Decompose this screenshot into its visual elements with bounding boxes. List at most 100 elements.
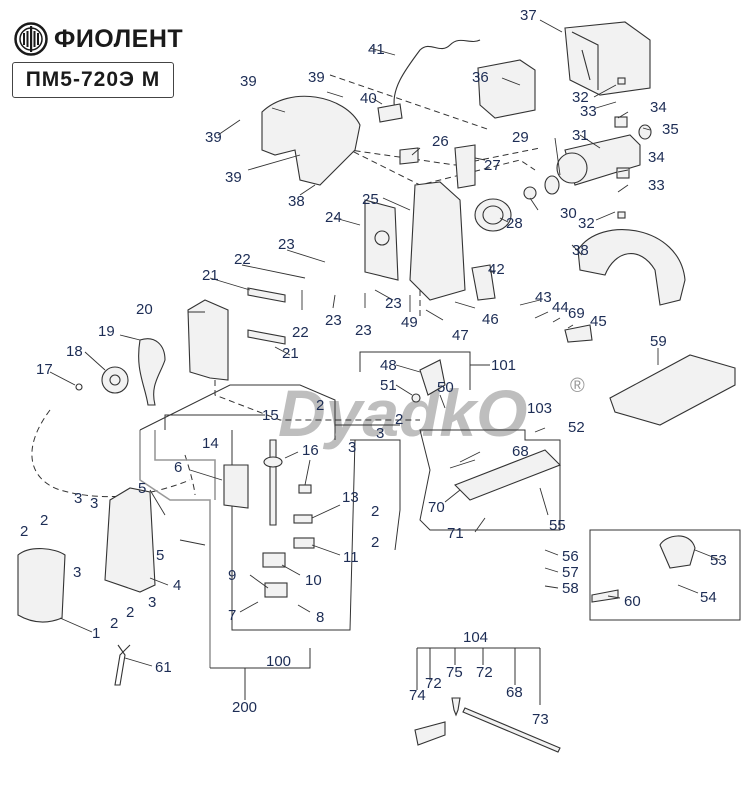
callout-3: 3 [73, 564, 81, 581]
callout-3: 3 [376, 425, 384, 442]
callout-68: 68 [506, 684, 523, 701]
callout-50: 50 [437, 379, 454, 396]
part-17-ball [75, 383, 83, 391]
callout-46: 46 [482, 311, 499, 328]
callout-5: 5 [156, 547, 164, 564]
callout-17: 17 [36, 361, 53, 378]
part-51-roller [411, 393, 421, 403]
callout-39: 39 [205, 129, 222, 146]
callout-60: 60 [624, 593, 641, 610]
callout-8: 8 [316, 609, 324, 626]
callout-57: 57 [562, 564, 579, 581]
callout-7: 7 [228, 607, 236, 624]
callout-37: 37 [520, 7, 537, 24]
part-34-brush-holder-b [616, 167, 630, 179]
callout-100: 100 [266, 653, 291, 670]
callout-104: 104 [463, 629, 488, 646]
callout-11: 11 [343, 549, 359, 566]
callout-15: 15 [262, 407, 279, 424]
part-9-block [264, 582, 288, 598]
part-35-bearing [638, 124, 652, 140]
part-6-spring-clip [223, 464, 249, 509]
callout-2: 2 [126, 604, 134, 621]
callout-29: 29 [512, 129, 529, 146]
callout-101: 101 [491, 357, 516, 374]
callout-2: 2 [371, 503, 379, 520]
part-13-insert [293, 514, 313, 524]
callout-21: 21 [202, 267, 219, 284]
part-38-handle-cover [261, 95, 361, 186]
callout-69: 69 [568, 305, 585, 322]
callout-23: 23 [385, 295, 402, 312]
callout-34: 34 [648, 149, 665, 166]
callout-3: 3 [74, 490, 82, 507]
part-29-bearing [544, 175, 560, 195]
callout-2: 2 [110, 615, 118, 632]
callout-72: 72 [476, 664, 493, 681]
callout-22: 22 [234, 251, 251, 268]
callout-labels: 37 41 39 39 39 39 40 36 32 33 34 35 31 2… [20, 7, 727, 728]
fiolent-logo-icon [14, 22, 48, 56]
part-41-cord [393, 39, 481, 111]
callout-2: 2 [371, 534, 379, 551]
callout-59: 59 [650, 333, 667, 350]
part-42-trigger-lock [471, 264, 496, 301]
callout-24: 24 [325, 209, 342, 226]
callout-31: 31 [572, 127, 589, 144]
callout-103: 103 [527, 400, 552, 417]
callout-72: 72 [425, 675, 442, 692]
part-18-gear [101, 366, 129, 394]
callout-25: 25 [362, 191, 379, 208]
part-36-stator [477, 59, 536, 119]
callout-49: 49 [401, 314, 418, 331]
callout-200: 200 [232, 699, 257, 716]
callout-51: 51 [380, 377, 397, 394]
part-53-roller-cover [659, 535, 696, 569]
callout-40: 40 [360, 90, 377, 107]
callout-71: 71 [447, 525, 464, 542]
part-38-motor-cover [577, 229, 686, 306]
callout-14: 14 [202, 435, 219, 452]
part-40-grommet [377, 103, 403, 123]
part-16-insert [298, 484, 312, 494]
part-19-lever [138, 338, 166, 406]
part-25-gearbox [409, 181, 466, 301]
callout-47: 47 [452, 327, 469, 344]
part-11-block [293, 537, 315, 549]
callout-39: 39 [308, 69, 325, 86]
callout-52: 52 [568, 419, 585, 436]
part-32-brush-b [617, 211, 626, 219]
callout-22: 22 [292, 324, 309, 341]
callout-2: 2 [40, 512, 48, 529]
brand-header: ФИОЛЕНТ [14, 22, 183, 56]
part-37-stator-housing [564, 21, 651, 96]
callout-23: 23 [355, 322, 372, 339]
group-brackets [139, 351, 741, 705]
callout-32: 32 [578, 215, 595, 232]
callout-23: 23 [278, 236, 295, 253]
callout-9: 9 [228, 567, 236, 584]
callout-34: 34 [650, 99, 667, 116]
callout-3: 3 [348, 439, 356, 456]
callout-53: 53 [710, 552, 727, 569]
callout-27: 27 [484, 157, 501, 174]
callout-45: 45 [590, 313, 607, 330]
callout-1: 1 [92, 625, 100, 642]
part-26-capacitor [399, 147, 419, 165]
callout-35: 35 [662, 121, 679, 138]
part-21-clamp-b [247, 329, 286, 345]
part-48-roller-holder [419, 359, 446, 396]
part-75-screw [451, 697, 461, 717]
callout-32: 32 [572, 89, 589, 106]
model-label-box: ПМ5-720Э М [12, 62, 174, 98]
brand-name: ФИОЛЕНТ [54, 24, 184, 53]
registered-mark: ® [570, 375, 585, 397]
callout-18: 18 [66, 343, 83, 360]
callout-75: 75 [446, 664, 463, 681]
callout-43: 43 [535, 289, 552, 306]
watermark-text: DyadkO [278, 376, 527, 450]
callout-55: 55 [549, 517, 566, 534]
callout-39: 39 [225, 169, 242, 186]
callout-6: 6 [174, 459, 182, 476]
